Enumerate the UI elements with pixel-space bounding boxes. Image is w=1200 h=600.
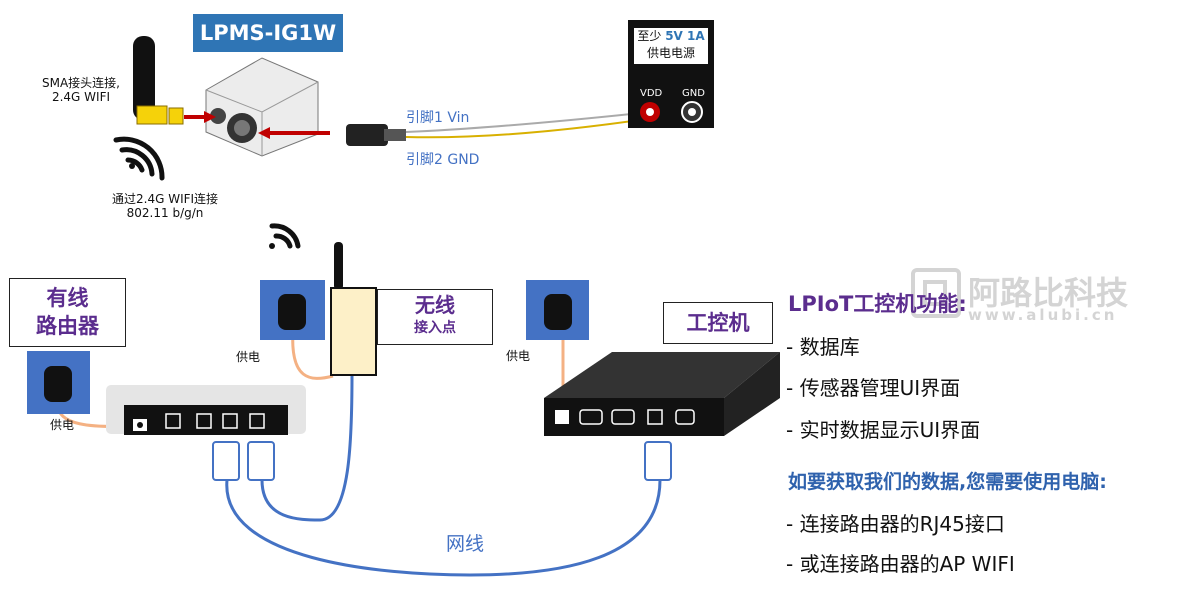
psu-spec: 至少 5V 1A 供电电源 (634, 28, 708, 64)
router-device (106, 385, 306, 435)
feature-item-sensor-ui: - 传感器管理UI界面 (786, 376, 961, 400)
network-cables (225, 373, 662, 577)
power-adapters (27, 280, 589, 414)
pin2-label: 引脚2 GND (406, 152, 480, 168)
psu-spec-line2: 供电电源 (646, 46, 695, 60)
ap-label-line1: 无线 (415, 293, 455, 317)
requirement-item-ap-wifi: - 或连接路由器的AP WIFI (786, 552, 1015, 576)
ap-power-label: 供电 (236, 350, 261, 364)
router-label-line2: 路由器 (36, 314, 99, 338)
ap-label-box: 无线 接入点 (377, 289, 493, 345)
sma-label-line1: SMA接头连接, (42, 76, 120, 90)
ipc-power-label: 供电 (506, 349, 531, 363)
psu-spec-line1: 至少 5V 1A (634, 28, 708, 45)
ap-label-line2: 接入点 (414, 320, 456, 336)
network-cable-label: 网线 (446, 533, 485, 555)
sma-label-line2: 2.4G WIFI (51, 90, 111, 105)
rj45-plugs (212, 441, 672, 481)
requirements-title: 如要获取我们的数据,您需要使用电脑: (788, 471, 1107, 493)
sma-label: SMA接头连接, 2.4G WIFI (42, 76, 120, 105)
requirement-item-rj45: - 连接路由器的RJ45接口 (786, 512, 1005, 536)
access-point-device (330, 242, 377, 376)
psu-value: 5V 1A (665, 29, 705, 43)
router-label-box: 有线 路由器 (9, 278, 126, 347)
watermark-name: 阿路比科技 (968, 274, 1129, 312)
pin1-label: 引脚1 Vin (406, 110, 470, 126)
ipc-label-box: 工控机 (663, 302, 773, 344)
device-title-text: LPMS-IG1W (199, 21, 337, 45)
gnd-label: GND (682, 88, 705, 99)
wifi-label-line2: 802.11 b/g/n (126, 206, 204, 221)
router-power-label: 供电 (50, 418, 75, 432)
power-connector-plug (346, 124, 406, 146)
vdd-label: VDD (640, 88, 663, 99)
wifi-label-line1: 通过2.4G WIFI连接 (112, 192, 219, 206)
psu-prefix: 至少 (637, 29, 666, 43)
wifi-connection-label: 通过2.4G WIFI连接 802.11 b/g/n (112, 192, 218, 221)
feature-item-realtime-ui: - 实时数据显示UI界面 (786, 418, 981, 442)
watermark-url: www.alubi.cn (968, 306, 1118, 324)
features-title: LPIoT工控机功能: (788, 292, 967, 316)
industrial-pc (544, 352, 780, 436)
router-label-line1: 有线 (46, 286, 89, 310)
sma-antenna (133, 36, 184, 125)
device-title: LPMS-IG1W (193, 14, 343, 52)
wifi-icon (113, 136, 165, 181)
watermark-logo (911, 268, 961, 318)
sensor-device (205, 57, 319, 157)
connection-arrows (184, 111, 330, 139)
ap-wifi-icon (269, 223, 301, 249)
feature-item-database: - 数据库 (786, 335, 860, 359)
